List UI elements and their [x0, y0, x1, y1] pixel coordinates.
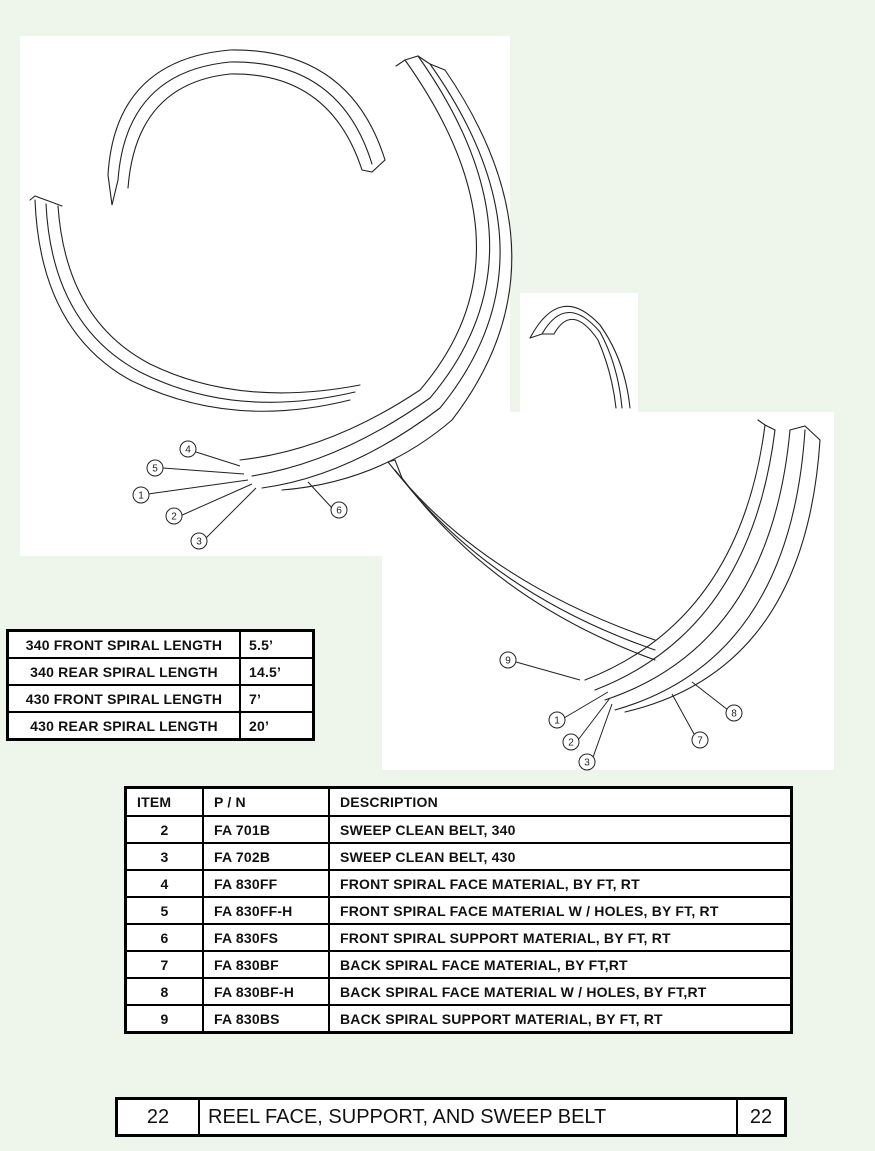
callout-top-2: 5	[152, 464, 158, 475]
table-row: 5 FA 830FF-H FRONT SPIRAL FACE MATERIAL …	[124, 896, 793, 925]
item-number: 2	[124, 815, 204, 844]
part-number: FA 701B	[202, 815, 330, 844]
table-row: 7 FA 830BF BACK SPIRAL FACE MATERIAL, BY…	[124, 950, 793, 979]
header-part-number: P / N	[202, 786, 330, 817]
part-number: FA 830FF-H	[202, 896, 330, 925]
item-number: 6	[124, 923, 204, 952]
part-number: FA 830FS	[202, 923, 330, 952]
callout-bottom-4: 3	[584, 758, 590, 769]
spiral-length: 14.5’	[239, 657, 315, 686]
table-row: 2 FA 701B SWEEP CLEAN BELT, 340	[124, 815, 793, 844]
callout-top-4: 2	[171, 512, 177, 523]
spiral-length: 7’	[239, 684, 315, 713]
part-description: BACK SPIRAL FACE MATERIAL, BY FT,RT	[328, 950, 793, 979]
item-number: 3	[124, 842, 204, 871]
footer-row: 22 REEL FACE, SUPPORT, AND SWEEP BELT 22	[115, 1097, 787, 1137]
table-row: 8 FA 830BF-H BACK SPIRAL FACE MATERIAL W…	[124, 977, 793, 1006]
part-description: SWEEP CLEAN BELT, 430	[328, 842, 793, 871]
part-number: FA 830BF-H	[202, 977, 330, 1006]
parts-list-table: ITEM P / N DESCRIPTION 2 FA 701B SWEEP C…	[124, 786, 793, 1034]
callout-bottom-5: 7	[697, 736, 703, 747]
callout-top-3: 1	[138, 491, 144, 502]
table-row: 9 FA 830BS BACK SPIRAL SUPPORT MATERIAL,…	[124, 1004, 793, 1034]
front-spiral-outer-arc	[239, 59, 477, 461]
spiral-name: 340 REAR SPIRAL LENGTH	[6, 657, 241, 686]
top-small-arc	[107, 49, 386, 176]
item-number: 8	[124, 977, 204, 1006]
header-item: ITEM	[124, 786, 204, 817]
part-description: SWEEP CLEAN BELT, 340	[328, 815, 793, 844]
part-description: FRONT SPIRAL SUPPORT MATERIAL, BY FT, RT	[328, 923, 793, 952]
part-number: FA 830BF	[202, 950, 330, 979]
table-row: 340 REAR SPIRAL LENGTH 14.5’	[6, 657, 315, 686]
table-row: 340 FRONT SPIRAL LENGTH 5.5’	[6, 629, 315, 659]
callout-bottom-3: 2	[568, 738, 574, 749]
part-description: BACK SPIRAL FACE MATERIAL W / HOLES, BY …	[328, 977, 793, 1006]
item-number: 9	[124, 1004, 204, 1034]
back-spiral-left-arc	[387, 461, 656, 641]
callout-top-1: 4	[185, 445, 191, 456]
part-number: FA 830BS	[202, 1004, 330, 1034]
callout-bottom-2: 1	[554, 716, 560, 727]
spiral-name: 430 FRONT SPIRAL LENGTH	[6, 684, 241, 713]
footer-title-block: 22 REEL FACE, SUPPORT, AND SWEEP BELT 22	[115, 1097, 787, 1137]
front-spiral-lower-arc	[34, 199, 351, 412]
small-detail-panel	[520, 293, 638, 413]
callout-top-6: 6	[336, 506, 342, 517]
page-number-left: 22	[115, 1097, 200, 1137]
part-description: BACK SPIRAL SUPPORT MATERIAL, BY FT, RT	[328, 1004, 793, 1034]
table-row: 6 FA 830FS FRONT SPIRAL SUPPORT MATERIAL…	[124, 923, 793, 952]
back-spiral-right-arc	[584, 424, 766, 681]
spiral-length: 20’	[239, 711, 315, 741]
small-detail-piece	[529, 305, 631, 409]
page-title: REEL FACE, SUPPORT, AND SWEEP BELT	[198, 1097, 738, 1137]
table-header-row: ITEM P / N DESCRIPTION	[124, 786, 793, 817]
part-description: FRONT SPIRAL FACE MATERIAL, BY FT, RT	[328, 869, 793, 898]
spiral-length: 5.5’	[239, 629, 315, 659]
item-number: 5	[124, 896, 204, 925]
bottom-drawing-panel	[382, 412, 834, 770]
table-row: 3 FA 702B SWEEP CLEAN BELT, 430	[124, 842, 793, 871]
callout-top-5: 3	[196, 537, 202, 548]
item-number: 4	[124, 869, 204, 898]
table-row: 430 REAR SPIRAL LENGTH 20’	[6, 711, 315, 741]
top-callouts: 4 5 1 2 3 6	[132, 440, 348, 550]
bottom-callouts: 9 1 2 3 7 8	[499, 651, 743, 771]
item-number: 7	[124, 950, 204, 979]
table-row: 4 FA 830FF FRONT SPIRAL FACE MATERIAL, B…	[124, 869, 793, 898]
table-row: 430 FRONT SPIRAL LENGTH 7’	[6, 684, 315, 713]
header-description: DESCRIPTION	[328, 786, 793, 817]
spiral-length-table: 340 FRONT SPIRAL LENGTH 5.5’ 340 REAR SP…	[6, 629, 315, 741]
page-number-right: 22	[736, 1097, 787, 1137]
part-number: FA 830FF	[202, 869, 330, 898]
callout-bottom-6: 8	[731, 709, 737, 720]
callout-bottom-1: 9	[505, 656, 511, 667]
part-description: FRONT SPIRAL FACE MATERIAL W / HOLES, BY…	[328, 896, 793, 925]
spiral-name: 340 FRONT SPIRAL LENGTH	[6, 629, 241, 659]
spiral-name: 430 REAR SPIRAL LENGTH	[6, 711, 241, 741]
part-number: FA 702B	[202, 842, 330, 871]
